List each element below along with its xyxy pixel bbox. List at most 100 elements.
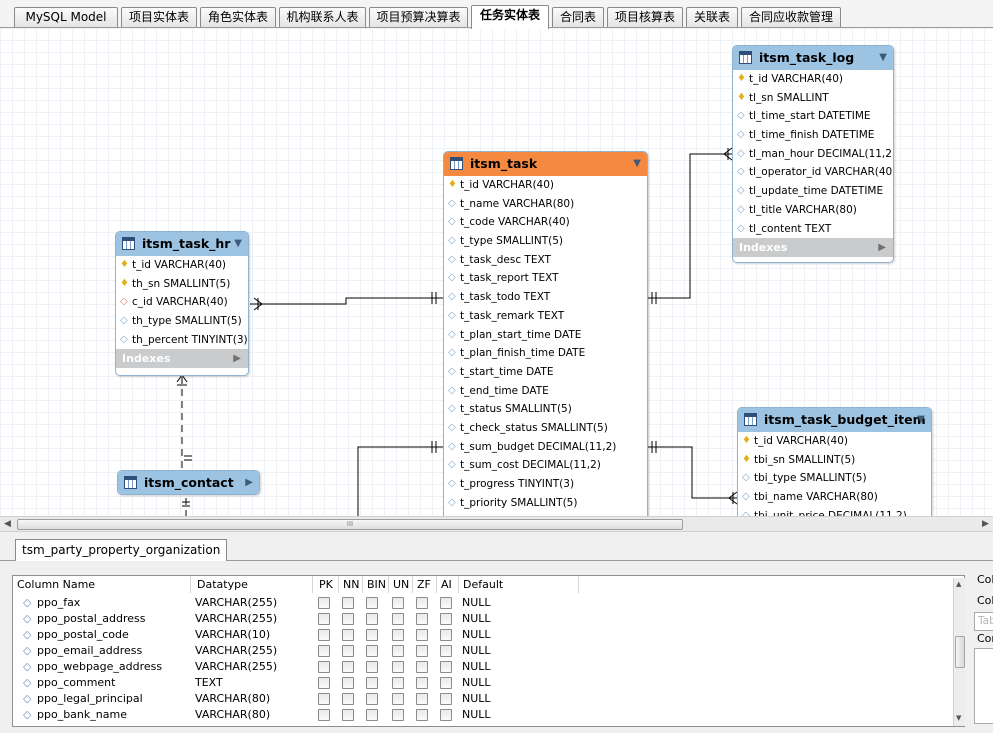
tab-task-entity[interactable]: 任务实体表 [471, 5, 549, 29]
bin-checkbox[interactable] [366, 709, 378, 721]
entity-column[interactable]: ♦th_sn SMALLINT(5) [116, 275, 248, 294]
zf-checkbox[interactable] [416, 645, 428, 657]
tab-mysql-model[interactable]: MySQL Model [14, 7, 118, 27]
side-input-table[interactable]: Tab [974, 612, 993, 631]
zf-checkbox[interactable] [416, 597, 428, 609]
cell-datatype[interactable]: VARCHAR(10) [195, 628, 271, 641]
expand-arrow-icon[interactable]: ▶ [878, 242, 886, 254]
header-column-name[interactable]: Column Name [13, 576, 191, 593]
header-pk[interactable]: PK [315, 576, 339, 593]
entity-header[interactable]: itsm_task_log ▼ [733, 46, 893, 70]
un-checkbox[interactable] [392, 709, 404, 721]
cell-column-name[interactable]: ppo_webpage_address [37, 660, 163, 673]
cell-column-name[interactable]: ppo_comment [37, 676, 116, 689]
entity-column[interactable]: ♦t_id VARCHAR(40) [738, 432, 931, 451]
entity-itsm-contact[interactable]: itsm_contact ▶ [117, 470, 260, 495]
pk-checkbox[interactable] [318, 629, 330, 641]
canvas-horizontal-scrollbar[interactable]: ◀ III ▶ [0, 516, 993, 532]
cell-default[interactable]: NULL [462, 660, 491, 673]
entity-header[interactable]: itsm_task ▼ [444, 152, 647, 176]
un-checkbox[interactable] [392, 677, 404, 689]
entity-column[interactable]: ♦t_id VARCHAR(40) [444, 176, 647, 195]
header-default[interactable]: Default [459, 576, 579, 593]
cell-default[interactable]: NULL [462, 596, 491, 609]
pk-checkbox[interactable] [318, 597, 330, 609]
indexes-bar[interactable]: Indexes ▶ [116, 349, 248, 369]
pk-checkbox[interactable] [318, 661, 330, 673]
diagram-canvas[interactable]: itsm_task ▼ ♦t_id VARCHAR(40)◇t_name VAR… [0, 28, 993, 516]
cell-column-name[interactable]: ppo_legal_principal [37, 692, 143, 705]
tab-project-budget[interactable]: 项目预算决算表 [369, 7, 468, 27]
entity-column[interactable]: ♦tbi_sn SMALLINT(5) [738, 451, 931, 470]
scroll-down-arrow-icon[interactable]: ▼ [956, 714, 962, 722]
entity-column[interactable]: ◇tl_title VARCHAR(80) [733, 201, 893, 220]
scroll-right-arrow-icon[interactable]: ▶ [982, 519, 989, 529]
entity-itsm-task[interactable]: itsm_task ▼ ♦t_id VARCHAR(40)◇t_name VAR… [443, 151, 648, 516]
ai-checkbox[interactable] [440, 613, 452, 625]
ai-checkbox[interactable] [440, 677, 452, 689]
entity-itsm-task-budget-item[interactable]: itsm_task_budget_item ▼ ♦t_id VARCHAR(40… [737, 407, 932, 516]
expand-arrow-icon[interactable]: ▶ [245, 477, 253, 488]
zf-checkbox[interactable] [416, 613, 428, 625]
grid-vertical-scrollbar[interactable]: ▲ ▼ [953, 578, 965, 726]
bin-checkbox[interactable] [366, 645, 378, 657]
cell-column-name[interactable]: ppo_bank_name [37, 708, 127, 721]
ai-checkbox[interactable] [440, 661, 452, 673]
entity-itsm-task-hr[interactable]: itsm_task_hr ▼ ♦t_id VARCHAR(40)♦th_sn S… [115, 231, 249, 376]
bin-checkbox[interactable] [366, 597, 378, 609]
entity-column[interactable]: ◇t_plan_finish_time DATE [444, 344, 647, 363]
entity-column[interactable]: ◇tl_update_time DATETIME [733, 182, 893, 201]
tab-role-entity[interactable]: 角色实体表 [200, 7, 276, 27]
un-checkbox[interactable] [392, 613, 404, 625]
entity-column[interactable]: ◇tl_time_finish DATETIME [733, 126, 893, 145]
cell-datatype[interactable]: VARCHAR(80) [195, 692, 271, 705]
cell-datatype[interactable]: VARCHAR(255) [195, 596, 278, 609]
editor-tab-table[interactable]: tsm_party_property_organization [15, 539, 228, 561]
cell-column-name[interactable]: ppo_email_address [37, 644, 143, 657]
indexes-bar[interactable]: Indexes ▶ [733, 238, 893, 258]
entity-column[interactable]: ♦t_id VARCHAR(40) [116, 256, 248, 275]
nn-checkbox[interactable] [342, 645, 354, 657]
entity-column[interactable]: ♦tl_sn SMALLINT [733, 89, 893, 108]
entity-column[interactable]: ◇tl_operator_id VARCHAR(40) [733, 163, 893, 182]
entity-header[interactable]: itsm_contact ▶ [118, 471, 259, 494]
pk-checkbox[interactable] [318, 677, 330, 689]
header-ai[interactable]: AI [437, 576, 459, 593]
bin-checkbox[interactable] [366, 693, 378, 705]
bin-checkbox[interactable] [366, 613, 378, 625]
expand-arrow-icon[interactable]: ▶ [233, 353, 241, 365]
pk-checkbox[interactable] [318, 645, 330, 657]
nn-checkbox[interactable] [342, 613, 354, 625]
ai-checkbox[interactable] [440, 693, 452, 705]
ai-checkbox[interactable] [440, 629, 452, 641]
entity-column[interactable]: ◇tl_time_start DATETIME [733, 107, 893, 126]
tab-contract-receivables[interactable]: 合同应收款管理 [741, 7, 841, 27]
nn-checkbox[interactable] [342, 709, 354, 721]
header-datatype[interactable]: Datatype [193, 576, 313, 593]
entity-column[interactable]: ◇t_progress TINYINT(3) [444, 475, 647, 494]
entity-column[interactable]: ◇t_name VARCHAR(80) [444, 195, 647, 214]
entity-column[interactable]: ◇t_task_todo TEXT [444, 288, 647, 307]
entity-column[interactable]: ◇t_status SMALLINT(5) [444, 400, 647, 419]
nn-checkbox[interactable] [342, 629, 354, 641]
entity-column[interactable]: ◇th_type SMALLINT(5) [116, 312, 248, 331]
tab-contract[interactable]: 合同表 [552, 7, 604, 27]
cell-default[interactable]: NULL [462, 676, 491, 689]
un-checkbox[interactable] [392, 693, 404, 705]
nn-checkbox[interactable] [342, 597, 354, 609]
ai-checkbox[interactable] [440, 597, 452, 609]
entity-column[interactable]: ◇tl_content TEXT [733, 220, 893, 239]
collapse-arrow-icon[interactable]: ▼ [234, 238, 242, 249]
zf-checkbox[interactable] [416, 661, 428, 673]
entity-column[interactable]: ◇t_plan_start_time DATE [444, 326, 647, 345]
pk-checkbox[interactable] [318, 613, 330, 625]
tab-project-accounting[interactable]: 项目核算表 [607, 7, 683, 27]
zf-checkbox[interactable] [416, 709, 428, 721]
un-checkbox[interactable] [392, 661, 404, 673]
entity-column[interactable]: ◇tbi_name VARCHAR(80) [738, 488, 931, 507]
cell-default[interactable]: NULL [462, 644, 491, 657]
scroll-left-arrow-icon[interactable]: ◀ [4, 519, 11, 529]
column-grid[interactable]: Column Name Datatype PK NN BIN UN ZF AI … [12, 575, 965, 727]
header-bin[interactable]: BIN [363, 576, 389, 593]
un-checkbox[interactable] [392, 629, 404, 641]
